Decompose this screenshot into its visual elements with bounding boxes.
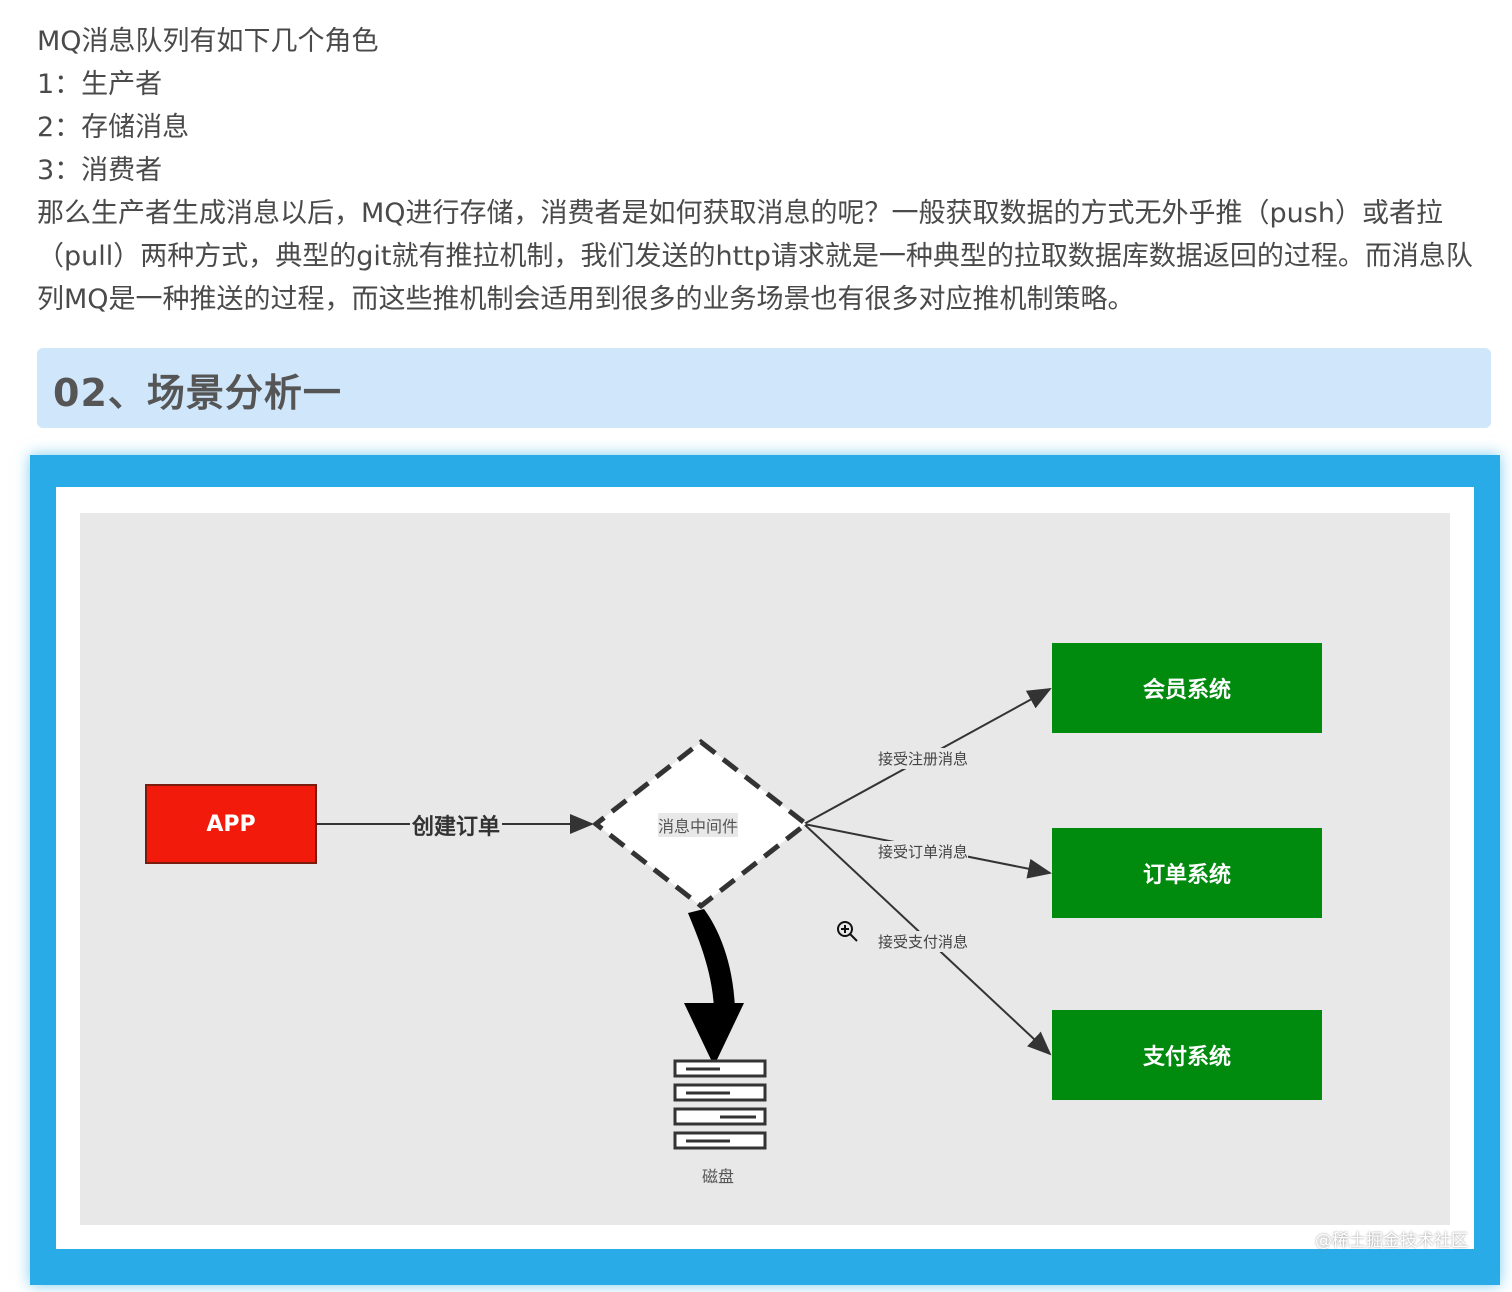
storage-arrow [688,909,735,1008]
intro-text: MQ消息队列有如下几个角色 1：生产者 2：存储消息 3：消费者 那么生产者生成… [37,20,1477,321]
diagram-canvas: APP 创建订单 消息中间件 会员系统 订单系统 支付系统 接受注册消息 接受订… [80,513,1450,1225]
intro-heading: MQ消息队列有如下几个角色 [37,26,379,57]
pay-system-node: 支付系统 [1052,1010,1322,1100]
disk-label: 磁盘 [702,1163,735,1187]
role-storage: 2：存储消息 [37,112,190,143]
register-msg-label: 接受注册消息 [878,748,969,769]
diagram-frame: APP 创建订单 消息中间件 会员系统 订单系统 支付系统 接受注册消息 接受订… [30,455,1500,1285]
order-system-node: 订单系统 [1052,828,1322,918]
pay-msg-label: 接受支付消息 [878,931,969,952]
section-header: 02、场景分析一 [37,348,1491,428]
middleware-label: 消息中间件 [658,813,739,837]
storage-arrow-head [684,1003,744,1066]
intro-paragraph: 那么生产者生成消息以后，MQ进行存储，消费者是如何获取消息的呢？一般获取数据的方… [37,198,1473,315]
app-node: APP [145,784,317,864]
member-system-node: 会员系统 [1052,643,1322,733]
role-producer: 1：生产者 [37,69,163,100]
section-title: 02、场景分析一 [53,371,342,415]
create-order-label: 创建订单 [410,809,503,841]
order-msg-label: 接受订单消息 [878,841,969,862]
role-consumer: 3：消费者 [37,155,163,186]
disk-icon [673,1059,767,1150]
diagram-frame-inner: APP 创建订单 消息中间件 会员系统 订单系统 支付系统 接受注册消息 接受订… [56,487,1474,1249]
zoom-cursor-icon [837,921,858,942]
watermark: @稀土掘金技术社区 [1315,1231,1468,1251]
